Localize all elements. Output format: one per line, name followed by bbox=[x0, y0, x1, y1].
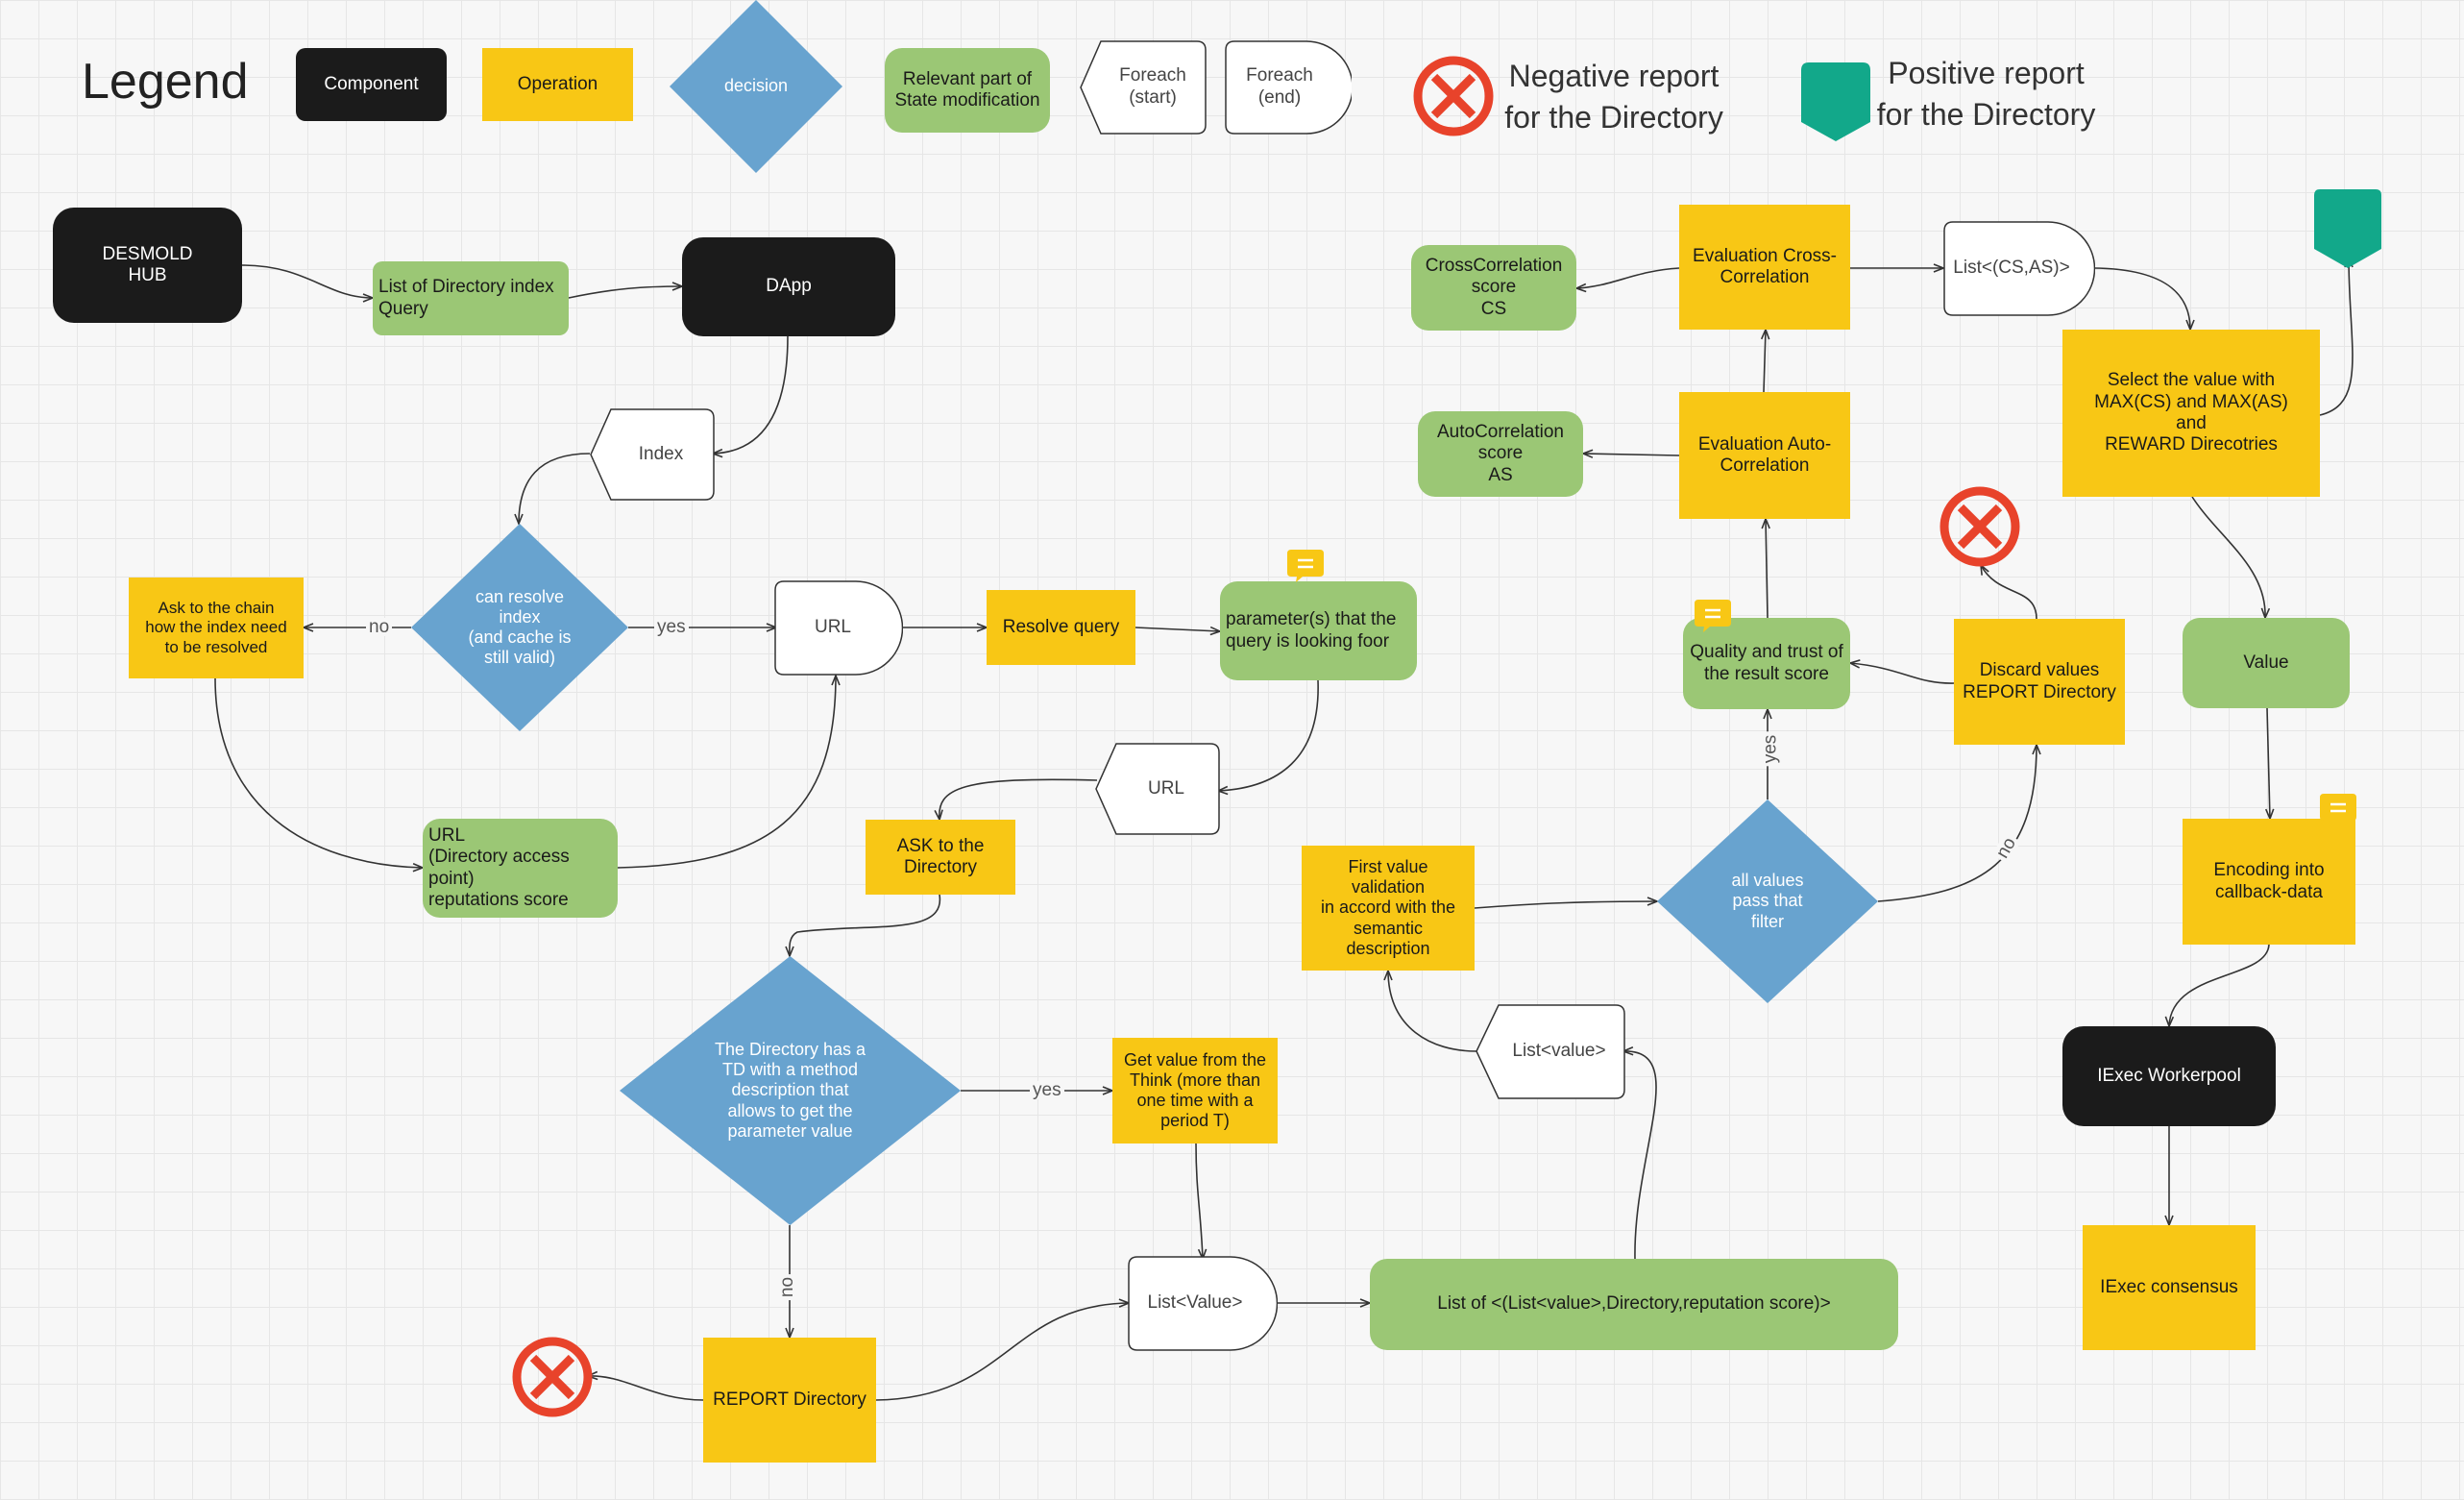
td-method-decision: The Directory has a TD with a method des… bbox=[620, 956, 961, 1225]
edge-query-to-dapp bbox=[568, 286, 682, 299]
comment-icon bbox=[2320, 794, 2356, 826]
legend-state: Relevant part of State modification bbox=[885, 48, 1050, 133]
value-state: Value bbox=[2183, 618, 2350, 708]
list-of-lists-state: List of <(List<value>,Directory,reputati… bbox=[1370, 1259, 1898, 1350]
legend-negative-label: Negative report for the Directory bbox=[1504, 59, 1723, 135]
yes-edge-label: yes bbox=[654, 618, 689, 636]
resolve-query-operation: Resolve query bbox=[987, 590, 1135, 665]
evaluation-auto-correlation-operation: Evaluation Auto- Correlation bbox=[1679, 392, 1850, 519]
edge-select-to-value bbox=[2191, 496, 2265, 618]
edge-report-to-negicon bbox=[588, 1376, 704, 1401]
url-label: URL bbox=[814, 617, 851, 638]
edge-decision-to-discard bbox=[1877, 745, 2037, 902]
url-foreach-start: URL bbox=[1095, 743, 1220, 835]
edge-getvalue-to-listvalue bbox=[1195, 1143, 1203, 1259]
no-edge-label: no bbox=[777, 1273, 797, 1301]
can-resolve-decision: can resolve index (and cache is still va… bbox=[411, 524, 628, 731]
edge-url2-to-ask bbox=[939, 778, 1098, 820]
edge-evalcross-to-crossscore bbox=[1576, 267, 1680, 288]
evaluation-cross-correlation-operation: Evaluation Cross- Correlation bbox=[1679, 205, 1850, 330]
url-reputation-state: URL (Directory access point) reputations… bbox=[423, 819, 618, 918]
td-method-label: The Directory has a TD with a method des… bbox=[714, 1039, 866, 1141]
edge-encoding-to-workerpool bbox=[2169, 944, 2270, 1026]
list-value-foreach-end: List<Value> bbox=[1128, 1256, 1278, 1351]
list-value-start-label: List<value> bbox=[1512, 1041, 1606, 1062]
select-value-operation: Select the value with MAX(CS) and MAX(AS… bbox=[2062, 330, 2320, 497]
edge-listvaluestart-to-validation bbox=[1388, 971, 1477, 1052]
list-value-foreach-start: List<value> bbox=[1476, 1004, 1625, 1099]
index-foreach-start: Index bbox=[590, 408, 715, 501]
edge-params-to-url2 bbox=[1218, 679, 1319, 791]
yes-edge-label: yes bbox=[1760, 731, 1780, 767]
iexec-consensus-operation: IExec consensus bbox=[2083, 1225, 2256, 1350]
edge-askchain-to-urlrep bbox=[214, 677, 423, 868]
edge-report-to-listvalue bbox=[875, 1303, 1129, 1401]
edge-index-to-decision bbox=[519, 453, 591, 524]
edge-ask-to-td bbox=[790, 894, 941, 956]
first-validation-operation: First value validation in accord with th… bbox=[1302, 846, 1475, 971]
edge-evalauto-to-evalcross bbox=[1764, 330, 1766, 393]
comment-icon bbox=[1287, 550, 1324, 582]
edge-evalauto-to-autoscore bbox=[1583, 454, 1680, 455]
legend-component: Component bbox=[296, 48, 447, 121]
legend-foreach-end-label: Foreach (end) bbox=[1246, 65, 1313, 108]
edge-hub-to-query bbox=[241, 264, 373, 298]
discard-values-operation: Discard values REPORT Directory bbox=[1954, 619, 2125, 745]
list-cs-as-label: List<(CS,AS)> bbox=[1953, 258, 2070, 279]
desmold-hub-component: DESMOLD HUB bbox=[53, 208, 242, 323]
parameters-state: parameter(s) that the query is looking f… bbox=[1220, 581, 1417, 680]
ask-directory-operation: ASK to the Directory bbox=[866, 820, 1015, 895]
legend-foreach-start: Foreach (start) bbox=[1080, 40, 1207, 135]
edge-value-to-encoding bbox=[2267, 707, 2270, 819]
get-value-operation: Get value from the Think (more than one … bbox=[1112, 1038, 1278, 1143]
quality-trust-state: Quality and trust of the result score bbox=[1683, 618, 1850, 709]
legend-foreach-start-label: Foreach (start) bbox=[1119, 65, 1186, 108]
edge-listcsas-to-select bbox=[2093, 267, 2190, 330]
edge-quality-to-evalauto bbox=[1766, 519, 1768, 619]
url-start-label: URL bbox=[1147, 777, 1184, 799]
legend-title: Legend bbox=[82, 54, 249, 110]
edge-validation-to-decision bbox=[1474, 901, 1657, 909]
autocorrelation-score-state: AutoCorrelation score AS bbox=[1418, 411, 1583, 497]
encoding-callback-operation: Encoding into callback-data bbox=[2183, 819, 2355, 945]
positive-report-icon bbox=[1801, 62, 1870, 141]
legend-decision-label: decision bbox=[723, 76, 789, 96]
edge-dapp-to-index bbox=[713, 335, 789, 454]
list-value-end-label: List<Value> bbox=[1147, 1292, 1243, 1314]
negative-report-icon bbox=[1939, 486, 2020, 567]
edge-discard-to-quality bbox=[1850, 663, 1955, 684]
yes-edge-label: yes bbox=[1030, 1081, 1064, 1099]
dapp-component: DApp bbox=[682, 237, 895, 336]
directory-index-query-state: List of Directory index Query bbox=[373, 261, 569, 335]
positive-report-icon bbox=[2314, 189, 2381, 268]
comment-icon bbox=[1695, 600, 1731, 632]
index-label: Index bbox=[638, 443, 684, 464]
iexec-workerpool-component: IExec Workerpool bbox=[2062, 1026, 2276, 1126]
negative-report-icon bbox=[1413, 56, 1494, 136]
ask-chain-operation: Ask to the chain how the index need to b… bbox=[129, 578, 304, 678]
legend-foreach-end: Foreach (end) bbox=[1225, 40, 1352, 135]
url-foreach-end: URL bbox=[774, 580, 903, 676]
all-values-decision: all values pass that filter bbox=[1657, 799, 1878, 1003]
no-edge-label: no bbox=[366, 618, 393, 636]
negative-report-icon bbox=[512, 1337, 593, 1417]
report-directory-operation: REPORT Directory bbox=[703, 1338, 876, 1463]
legend-positive-label: Positive report for the Directory bbox=[1876, 56, 2096, 133]
legend-operation: Operation bbox=[482, 48, 633, 121]
legend-decision: decision bbox=[670, 0, 842, 173]
edge-listoflists-to-listvaluestart bbox=[1623, 1051, 1657, 1260]
edge-resolve-to-params bbox=[1134, 627, 1220, 631]
edge-discard-to-negicon bbox=[1981, 565, 2037, 620]
crosscorrelation-score-state: CrossCorrelation score CS bbox=[1411, 245, 1576, 331]
can-resolve-label: can resolve index (and cache is still va… bbox=[468, 586, 572, 668]
all-values-label: all values pass that filter bbox=[1731, 871, 1804, 931]
edge-select-to-posicon bbox=[2319, 258, 2353, 416]
list-cs-as-foreach-end: List<(CS,AS)> bbox=[1943, 221, 2095, 316]
edge-urlrep-to-url bbox=[617, 676, 836, 869]
